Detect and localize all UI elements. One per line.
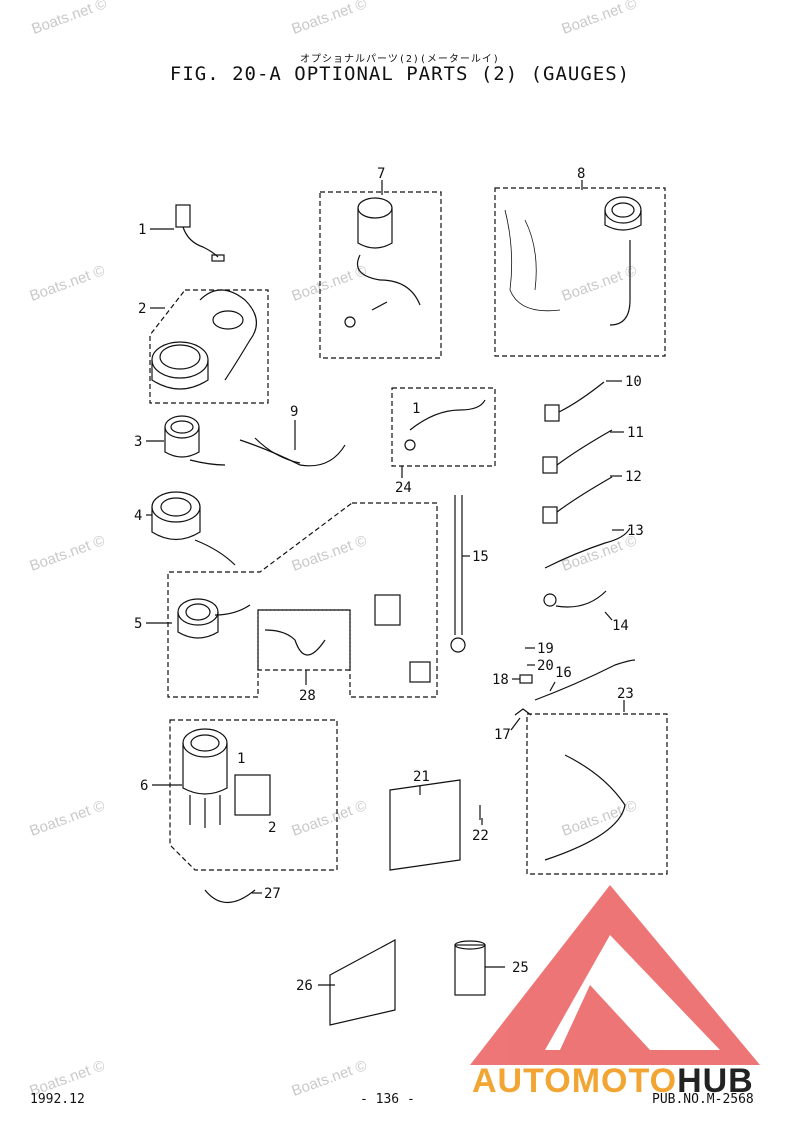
part-26-paper <box>329 938 396 1026</box>
japanese-title: オプショナルパーツ(2)(メータールイ) <box>300 54 500 65</box>
part-5-gauge <box>177 598 251 639</box>
part-24-harness <box>404 399 486 451</box>
callout-7: 7 <box>377 166 385 182</box>
part-12-sensor <box>542 476 613 524</box>
page-title: FIG. 20-A OPTIONAL PARTS (2) (GAUGES) <box>169 63 631 85</box>
callout-26: 26 <box>296 978 313 994</box>
callout-3: 3 <box>134 434 142 450</box>
callout-27: 27 <box>264 886 281 902</box>
logo-text-part1: AUTOMOTO <box>472 1062 678 1100</box>
part-4-gauge <box>151 491 236 566</box>
logo-text-part2: HUB <box>677 1062 754 1100</box>
callout-13: 13 <box>627 523 644 539</box>
box-23 <box>526 713 668 875</box>
callout-9: 9 <box>290 404 298 420</box>
part-27-harness <box>204 889 256 903</box>
callout-11: 11 <box>627 425 644 441</box>
callout-24-sub-1: 1 <box>412 401 420 417</box>
automotohub-logo: AUTOMOTOHUB <box>472 1062 754 1101</box>
part-16-harness <box>534 659 636 701</box>
part-6-gauge <box>182 728 271 828</box>
callout-8: 8 <box>577 166 585 182</box>
part-18-bracket <box>519 674 533 684</box>
callout-23: 23 <box>617 686 634 702</box>
footer-pub-no: PUB.NO.M-2568 <box>652 1092 754 1107</box>
callout-17: 17 <box>494 727 511 743</box>
callout-5: 5 <box>134 616 142 632</box>
part-17-clamp <box>514 708 532 716</box>
footer-page-number: - 136 - <box>360 1092 415 1107</box>
part-9-harness <box>239 437 346 467</box>
callout-6-sub-2: 2 <box>268 820 276 836</box>
part-14-sender <box>543 590 607 608</box>
callout-25: 25 <box>512 960 529 976</box>
callout-12: 12 <box>625 469 642 485</box>
part-23-harness <box>544 754 626 861</box>
callout-16: 16 <box>555 665 572 681</box>
box-7 <box>319 191 442 359</box>
callout-24: 24 <box>395 480 412 496</box>
part-1-switch <box>175 204 225 262</box>
callout-19: 19 <box>537 641 554 657</box>
part-7-gauge <box>344 197 421 328</box>
callout-1: 1 <box>138 222 146 238</box>
part-2-gauge <box>151 289 257 390</box>
part-25-can <box>454 940 486 996</box>
part-15-cable <box>450 495 466 653</box>
part-11-sensor <box>542 429 613 474</box>
part-10-sensor <box>544 381 605 422</box>
box-24 <box>391 387 496 467</box>
box-5 <box>167 502 438 698</box>
part-8-gauge <box>504 196 642 326</box>
box-28 <box>257 609 351 671</box>
callout-22: 22 <box>472 828 489 844</box>
part-13-harness <box>544 527 631 569</box>
callout-6-sub-1: 1 <box>237 751 245 767</box>
callout-2: 2 <box>138 301 146 317</box>
footer-date: 1992.12 <box>30 1092 85 1107</box>
box-8 <box>494 187 666 357</box>
callout-10: 10 <box>625 374 642 390</box>
callout-15: 15 <box>472 549 489 565</box>
part-28-harness <box>264 629 326 656</box>
box-6 <box>169 719 338 871</box>
callout-18: 18 <box>492 672 509 688</box>
callout-4: 4 <box>134 508 142 524</box>
logo-triangle <box>470 885 760 1065</box>
callout-21: 21 <box>413 769 430 785</box>
part-21-label <box>389 779 461 871</box>
part-3-gauge <box>164 415 226 466</box>
callout-14: 14 <box>612 618 629 634</box>
callout-20: 20 <box>537 658 554 674</box>
callout-6: 6 <box>140 778 148 794</box>
callout-28: 28 <box>299 688 316 704</box>
part-5-relay <box>374 594 431 683</box>
